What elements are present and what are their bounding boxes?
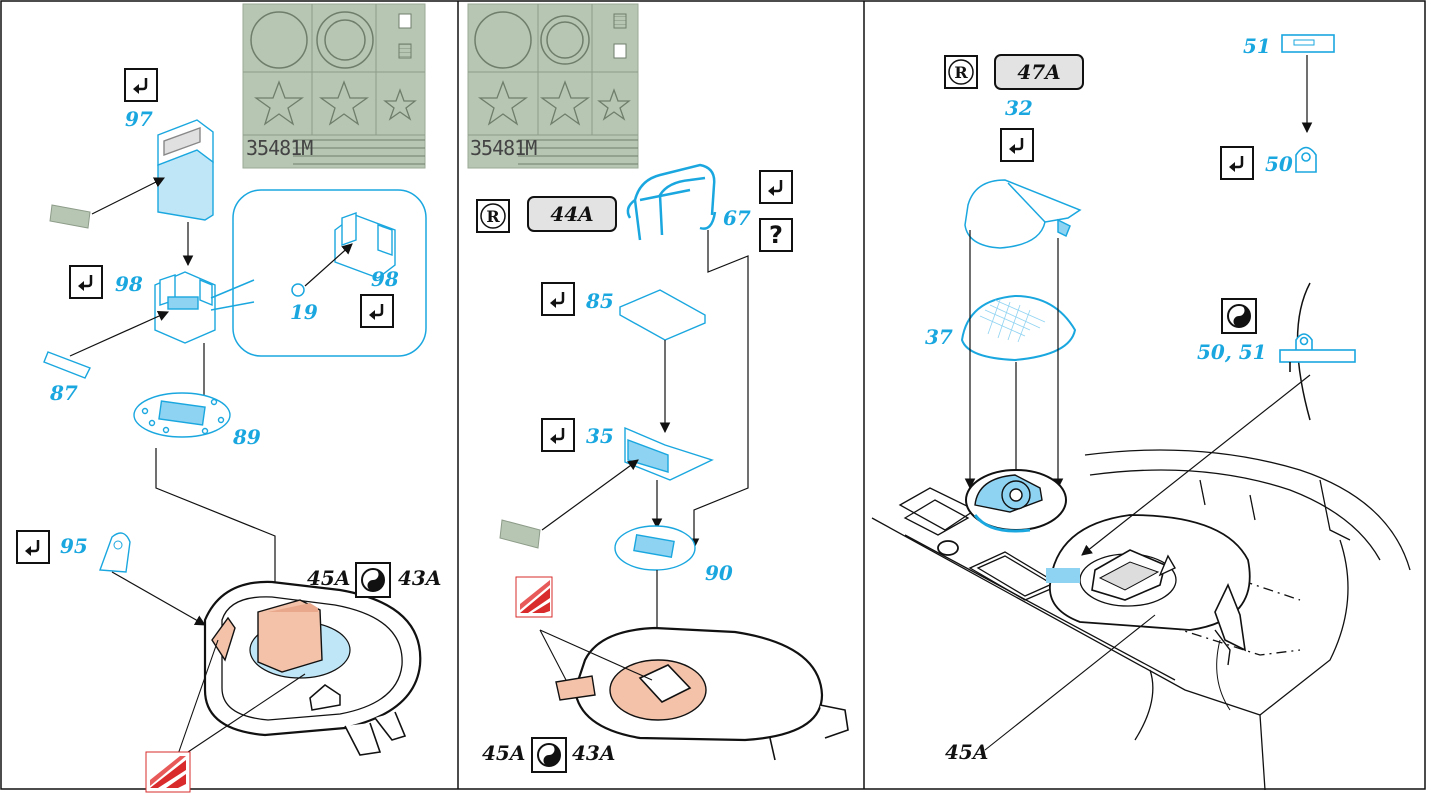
part-98-label: 98 — [115, 272, 143, 296]
part-87-glass — [43, 351, 91, 379]
leader-45a-deck — [984, 614, 1156, 751]
part-50-51-assembly — [1279, 333, 1356, 372]
decal-sheet-code-p2: 35481M — [470, 136, 537, 160]
hull-color-code-45a: 45A — [945, 740, 989, 764]
decal-sheet-code-p1: 35481M — [246, 136, 313, 160]
flip-icon-98 — [69, 265, 103, 299]
yin-yang-icon-p3 — [1221, 298, 1257, 334]
part-85 — [619, 289, 706, 341]
hull-hatch-panel-2 — [555, 626, 849, 761]
svg-text:R: R — [954, 63, 968, 82]
flip-icon-85 — [541, 282, 575, 316]
part-35 — [624, 426, 714, 481]
part-19-washer — [291, 283, 305, 297]
flip-icon-95 — [16, 530, 50, 564]
flip-icon-98-detail — [360, 294, 394, 328]
color-code-43a-p2: 43A — [572, 741, 616, 765]
part-95-label: 95 — [60, 534, 88, 558]
arrow-decal-to-97 — [91, 177, 165, 215]
svg-text:R: R — [486, 207, 500, 226]
part-90-label: 90 — [705, 561, 733, 585]
part-98-holder — [154, 271, 216, 344]
part-97-label: 97 — [125, 107, 153, 131]
part-89-ring — [133, 392, 231, 438]
arrow-scope-to-hatch — [1081, 374, 1311, 556]
part-90-ring — [614, 525, 696, 571]
color-code-45a-p1: 45A — [307, 566, 351, 590]
part-decal-glass-2 — [499, 519, 541, 549]
color-code-43a-p1: 43A — [398, 566, 442, 590]
flip-icon-67 — [759, 170, 793, 204]
part-98-detail-label: 98 — [371, 267, 399, 291]
part-37-screen — [960, 294, 1077, 362]
yin-yang-icon-p2 — [531, 737, 567, 773]
deck-periscope-mount — [965, 469, 1067, 533]
part-50-label: 50 — [1265, 152, 1293, 176]
rear-color-pill-47a: 47A — [994, 54, 1084, 90]
part-decal-glass-1 — [49, 204, 91, 229]
part-97-box — [157, 119, 214, 221]
assembly-arrows-p3 — [964, 230, 1064, 502]
leader-67-to-90 — [688, 230, 749, 550]
part-19-label: 19 — [290, 300, 318, 324]
panel-1 — [43, 3, 427, 793]
decal-sheet-2 — [467, 3, 639, 169]
detail-callout — [232, 189, 427, 357]
part-95-bracket — [99, 532, 131, 573]
part-32-label: 32 — [1005, 96, 1033, 120]
panel-3 — [871, 34, 1411, 791]
rear-marker-icon-p3: R — [941, 54, 981, 90]
part-89-label: 89 — [233, 425, 261, 449]
deck-hatch — [1049, 514, 1251, 631]
part-51-label: 51 — [1243, 34, 1271, 58]
paint-chip-icon-2 — [515, 576, 553, 618]
flip-icon-32 — [1000, 128, 1034, 162]
yin-yang-icon-p1 — [355, 562, 391, 598]
color-code-45a-p2: 45A — [482, 741, 526, 765]
part-50-51-label: 50, 51 — [1197, 340, 1267, 364]
hull-hatch-panel-1 — [203, 580, 422, 756]
flip-icon-97 — [124, 68, 158, 102]
paint-chip-icon — [145, 751, 191, 793]
flip-icon-50 — [1220, 146, 1254, 180]
part-85-label: 85 — [586, 289, 614, 313]
part-98-detail — [334, 212, 396, 279]
part-37-label: 37 — [925, 325, 953, 349]
highlight-glass — [1046, 568, 1080, 583]
part-67-label: 67 — [723, 206, 751, 230]
rear-marker-icon-p2: R — [473, 198, 513, 234]
rear-color-pill-44a: 44A — [527, 196, 617, 232]
leader-89-to-hull — [155, 448, 281, 607]
question-icon: ? — [759, 218, 793, 252]
part-32-cover — [964, 179, 1082, 249]
part-50-scope — [1295, 146, 1317, 173]
decal-sheet — [242, 3, 426, 169]
deck-knob — [937, 540, 959, 556]
panel-2 — [467, 3, 849, 761]
flip-icon-35 — [541, 418, 575, 452]
tow-hook — [1214, 583, 1247, 652]
hull-deck — [871, 282, 1411, 791]
part-67-guard — [626, 163, 717, 241]
part-35-label: 35 — [586, 424, 614, 448]
part-87-label: 87 — [50, 381, 78, 405]
